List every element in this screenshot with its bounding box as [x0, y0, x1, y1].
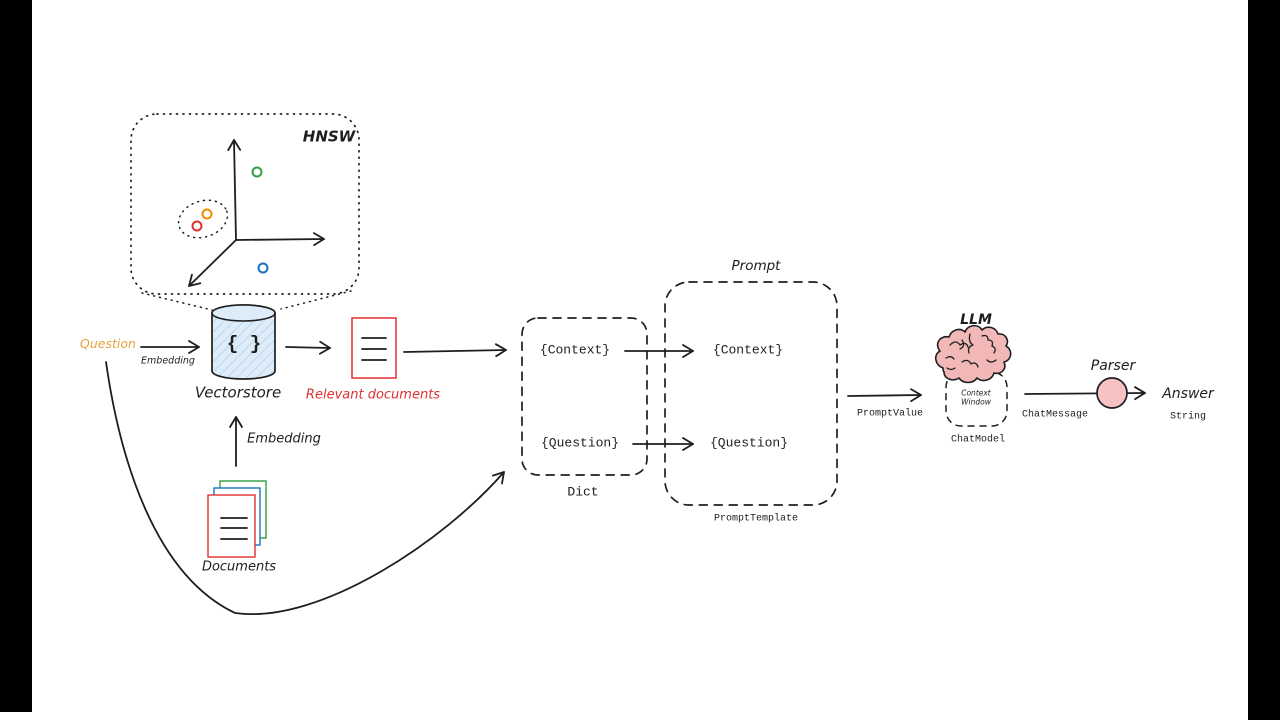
relevant-document-icon	[351, 317, 397, 379]
context-window-line1: Context	[961, 388, 991, 398]
brain-icon	[934, 324, 1012, 384]
documents-label: Documents	[201, 559, 277, 575]
vectorstore-to-documents-arrow	[285, 340, 331, 355]
question-to-dict-curved-arrow	[105, 361, 505, 616]
answer-label: Answer	[1162, 385, 1214, 402]
parser-label: Parser	[1090, 357, 1136, 374]
hnsw-title: HNSW	[302, 127, 356, 146]
prompt-template-label: PromptTemplate	[713, 513, 799, 525]
dict-label: Dict	[567, 484, 599, 500]
left-black-bar	[0, 0, 32, 712]
vector-point-red	[191, 220, 203, 232]
dict-box	[521, 317, 648, 476]
prompt-template-box	[664, 281, 838, 506]
promptvalue-arrow	[847, 388, 922, 403]
prompt-context-label: {Context}	[712, 342, 784, 358]
documents-to-dict-arrow	[403, 343, 507, 358]
nearest-neighbors-ellipse	[177, 199, 229, 239]
vectorstore-cylinder	[211, 304, 276, 380]
embedding-documents-label: Embedding	[247, 431, 321, 447]
embedding-question-label: Embedding	[141, 355, 195, 367]
axis-right-arrow	[235, 232, 325, 247]
llm-title: LLM	[960, 311, 992, 328]
hnsw-funnel-line-right	[280, 290, 352, 310]
context-window-line2: Window	[961, 397, 991, 406]
dict-question-label: {Question}	[540, 435, 620, 451]
string-label: String	[1169, 411, 1207, 423]
vector-point-green	[251, 166, 263, 178]
right-black-bar	[1248, 0, 1280, 720]
vector-point-orange	[201, 208, 213, 220]
documents-stack-icon	[207, 480, 267, 558]
prompt-question-label: {Question}	[709, 435, 789, 451]
vector-point-blue	[257, 262, 269, 274]
question-label: Question	[80, 335, 136, 351]
hnsw-box	[130, 113, 360, 295]
chat-model-label: ChatModel	[950, 434, 1006, 446]
axis-diagonal-arrow	[188, 239, 237, 287]
context-window-label: Context Window	[961, 389, 991, 406]
axis-up-arrow	[227, 139, 242, 241]
hnsw-funnel-line-left	[141, 292, 213, 311]
prompt-value-label: PromptValue	[856, 408, 924, 420]
vectorstore-label: Vectorstore	[194, 383, 282, 402]
relevant-documents-label: Relevant documents	[305, 387, 441, 403]
dict-context-label: {Context}	[539, 342, 611, 358]
parser-circle	[1096, 377, 1128, 409]
vectorstore-symbol: { }	[226, 333, 262, 356]
prompt-title: Prompt	[731, 258, 781, 275]
chat-message-label: ChatMessage	[1021, 409, 1089, 421]
